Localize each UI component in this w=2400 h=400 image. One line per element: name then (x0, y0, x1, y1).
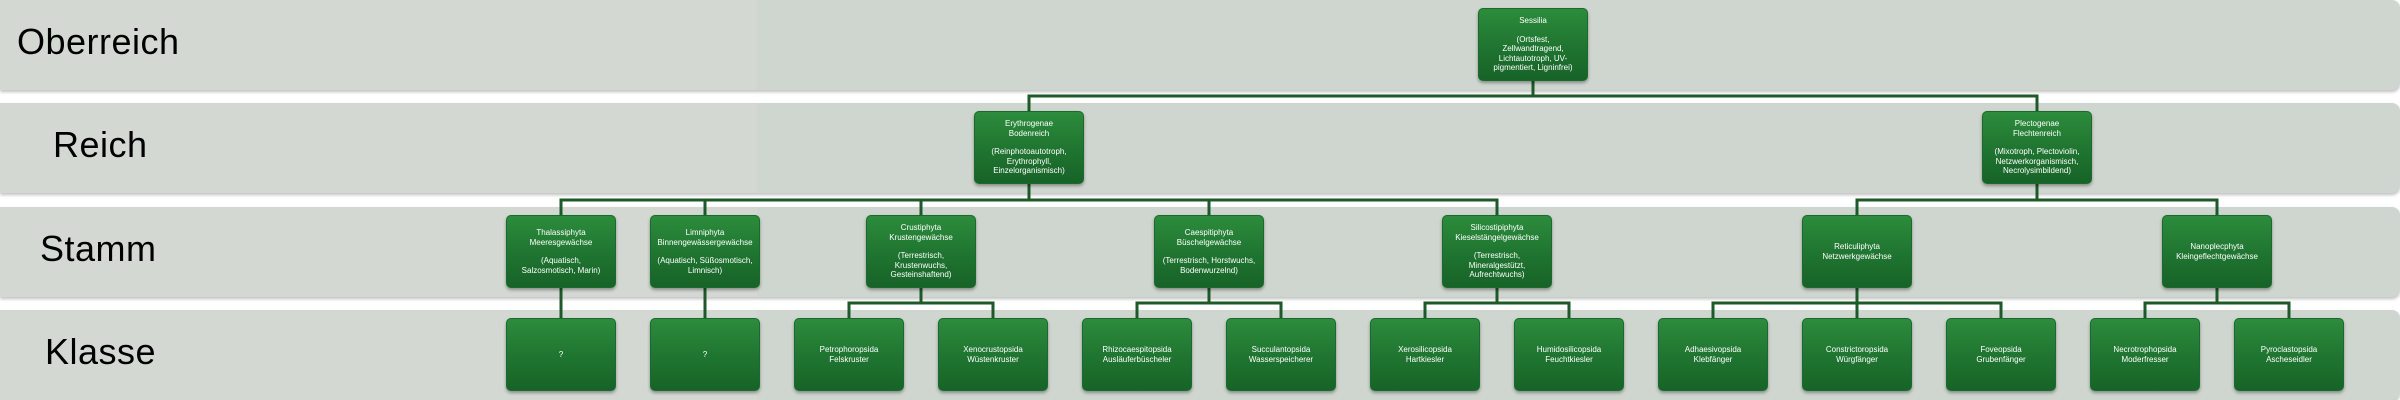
node-title: Silicostipiphyta (1470, 223, 1524, 233)
node-description: (Terrestrisch, Horstwuchs, Bodenwurzelnd… (1162, 256, 1256, 275)
node-title: Caespitiphyta (1184, 228, 1234, 237)
node-limniphyta[interactable]: Limniphyta Binnengewässergewächse (Aquat… (650, 215, 760, 288)
node-foveopsida[interactable]: Foveopsida Grubenfänger (1946, 318, 2056, 391)
node-title: Reticuliphyta (1834, 242, 1880, 251)
node-caespitiphyta[interactable]: Caespitiphyta Büschelgewächse (Terrestri… (1154, 215, 1264, 288)
node-k-unknown2[interactable]: ? (650, 318, 760, 391)
node-subtitle: Ascheseidler (2266, 354, 2312, 364)
row-label-stamm: Stamm (40, 228, 157, 269)
node-description: (Terrestrisch, Mineralgestützt, Aufrecht… (1468, 251, 1526, 280)
node-succulantopsida[interactable]: Succulantopsida Wasserspeicherer (1226, 318, 1336, 391)
node-title: Constrictoropsida (1825, 345, 1889, 354)
node-subtitle: Würgfänger (1836, 354, 1878, 364)
node-necrotrophopsida[interactable]: Necrotrophopsida Moderfresser (2090, 318, 2200, 391)
node-rhizocaespitopsida[interactable]: Rhizocaespitopsida Ausläuferbüscheler (1082, 318, 1192, 391)
node-description: (Aquatisch, Salzosmotisch, Marin) (521, 256, 601, 275)
node-silicostipiphyta[interactable]: Silicostipiphyta Kieselstängelgewächse (… (1442, 215, 1552, 288)
node-title: Erythrogenae (1004, 119, 1054, 129)
node-title: Adhaesivopsida (1684, 345, 1742, 354)
node-title: Limniphyta (685, 228, 725, 237)
node-subtitle: Büschelgewächse (1176, 237, 1242, 247)
node-thalassiphyta[interactable]: Thalassiphyta Meeresgewächse (Aquatisch,… (506, 215, 616, 288)
node-description: (Aquatisch, Süßosmotisch, Limnisch) (657, 256, 753, 275)
row-band-oberreich: Oberreich (0, 0, 2400, 90)
node-subtitle: Ausläuferbüscheler (1102, 354, 1172, 364)
node-title: Nanoplecphyta (2190, 242, 2244, 251)
node-plectogenae[interactable]: Plectogenae Flechtenreich (Mixotroph, Pl… (1982, 111, 2092, 184)
node-constrictoropsida[interactable]: Constrictoropsida Würgfänger (1802, 318, 1912, 391)
node-title: Succulantopsida (1251, 345, 1311, 354)
row-label-klasse: Klasse (45, 331, 157, 372)
node-subtitle: Meeresgewächse (529, 237, 593, 247)
node-subtitle: Feuchtkiesler (1545, 354, 1593, 364)
node-title: Xenocrustopsida (963, 345, 1023, 354)
node-description: (Terrestrisch, Krustenwuchs, Gesteinshaf… (890, 251, 952, 280)
node-subtitle: Netzwerkgewächse (1822, 251, 1892, 261)
node-subtitle: Klebfänger (1693, 354, 1733, 364)
node-title: Thalassiphyta (536, 228, 586, 237)
node-adhaesivopsida[interactable]: Adhaesivopsida Klebfänger (1658, 318, 1768, 391)
node-xenocrustopsida[interactable]: Xenocrustopsida Wüstenkruster (938, 318, 1048, 391)
node-subtitle: Krustengewächse (889, 232, 953, 242)
node-title: Sessilia (1519, 16, 1547, 26)
node-humidosilicopsida[interactable]: Humidosilicopsida Feuchtkiesler (1514, 318, 1624, 391)
node-description: (Mixotroph, Plectoviolin, Netzwerkorgani… (1994, 147, 2080, 176)
node-description: (Reinphotoautotroph, Erythrophyll, Einze… (991, 147, 1067, 176)
node-subtitle: Flechtenreich (2012, 128, 2062, 138)
node-sessilia[interactable]: Sessilia (Ortsfest, Zellwandtragend, Lic… (1478, 8, 1588, 81)
node-subtitle: Bodenreich (1008, 128, 1050, 138)
row-label-oberreich: Oberreich (17, 21, 180, 62)
node-pyroclastopsida[interactable]: Pyroclastopsida Ascheseidler (2234, 318, 2344, 391)
node-subtitle: Hartkiesler (1405, 354, 1445, 364)
node-title: Petrophoropsida (819, 345, 879, 354)
node-title: ? (558, 349, 564, 359)
node-subtitle: Wasserspeicherer (1248, 354, 1314, 364)
node-title: Necrotrophopsida (2113, 345, 2177, 354)
node-subtitle: Binnengewässergewächse (657, 237, 753, 247)
node-k-unknown1[interactable]: ? (506, 318, 616, 391)
node-xerosilicopsida[interactable]: Xerosilicopsida Hartkiesler (1370, 318, 1480, 391)
node-subtitle: Kleingeflechtgewächse (2176, 251, 2258, 261)
node-subtitle: Felskruster (829, 354, 869, 364)
node-title: Foveopsida (1980, 345, 2022, 354)
node-description: (Ortsfest, Zellwandtragend, Lichtautotro… (1493, 34, 1573, 73)
node-title: ? (702, 349, 708, 359)
node-nanoplecphyta[interactable]: Nanoplecphyta Kleingeflechtgewächse (2162, 215, 2272, 288)
node-title: Pyroclastopsida (2260, 345, 2318, 354)
node-title: Xerosilicopsida (1398, 345, 1452, 354)
node-title: Humidosilicopsida (1536, 345, 1602, 354)
node-title: Plectogenae (2014, 119, 2060, 129)
node-reticuliphyta[interactable]: Reticuliphyta Netzwerkgewächse (1802, 215, 1912, 288)
node-subtitle: Moderfresser (2121, 354, 2169, 364)
node-erythrogenae[interactable]: Erythrogenae Bodenreich (Reinphotoautotr… (974, 111, 1084, 184)
node-petrophoropsida[interactable]: Petrophoropsida Felskruster (794, 318, 904, 391)
node-crustiphyta[interactable]: Crustiphyta Krustengewächse (Terrestrisc… (866, 215, 976, 288)
node-subtitle: Wüstenkruster (967, 354, 1019, 364)
node-title: Crustiphyta (900, 223, 942, 233)
node-subtitle: Grubenfänger (1976, 354, 2026, 364)
node-title: Rhizocaespitopsida (1102, 345, 1172, 354)
node-subtitle: Kieselstängelgewächse (1455, 232, 1539, 242)
row-label-reich: Reich (53, 124, 148, 165)
